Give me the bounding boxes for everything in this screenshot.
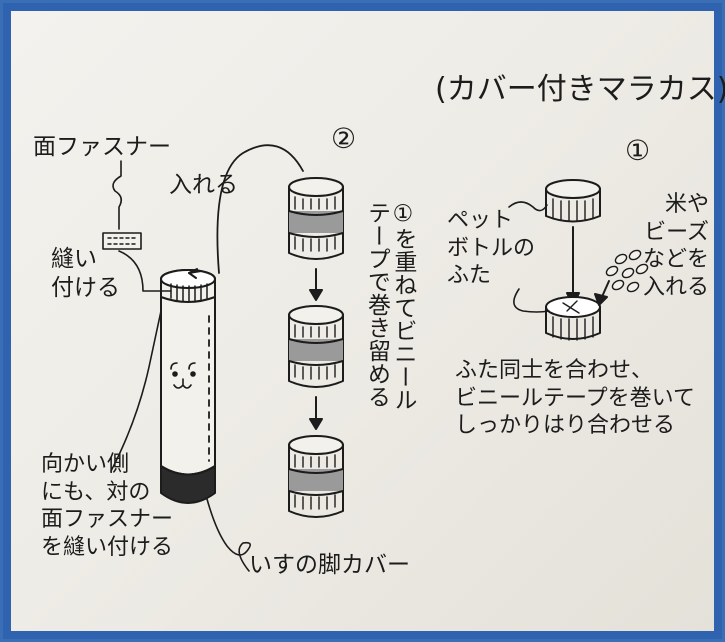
step1-illustration (508, 179, 649, 341)
label-insert: 入れる (169, 172, 238, 198)
bottle-cap-top (545, 179, 601, 223)
beads (605, 249, 649, 293)
label-stack-tape: ①を重ねてビニール テープで巻き留める (363, 201, 416, 411)
velcro-patch (102, 160, 142, 250)
maraca-1 (288, 177, 344, 260)
bear-face (170, 362, 196, 389)
bottle-cap-bottom (545, 296, 601, 341)
maraca-3 (288, 435, 344, 518)
cover-leader (206, 498, 251, 572)
chair-leg-cover (160, 144, 304, 504)
opposite-leader (110, 310, 162, 472)
diagram-paper: (カバー付きマラカス) ② ① 面ファスナー 入れる 縫い 付ける 向かい側 に… (11, 11, 725, 631)
maraca-stack (288, 177, 344, 518)
maraca-2 (288, 305, 344, 388)
label-join-caps: ふた同士を合わせ、 ビニールテープを巻いて しっかりはり合わせる (455, 358, 696, 438)
sew-leader (118, 250, 172, 292)
label-opposite: 向かい側 にも、対の 面ファスナー を縫い付ける (41, 452, 174, 560)
step1-marker: ① (625, 134, 651, 167)
diagram-title: (カバー付きマラカス) (435, 72, 725, 107)
rim-velcro (170, 283, 208, 302)
label-chair-cover: いすの脚カバー (249, 552, 410, 578)
label-rice-beads: 米や ビーズ などを 入れる (643, 192, 710, 300)
label-sew-on: 縫い 付ける (51, 246, 120, 301)
illustration (102, 144, 649, 572)
step2-marker: ② (331, 122, 357, 155)
label-bottle-cap: ペット ボトルの ふた (447, 208, 536, 288)
label-velcro: 面ファスナー (33, 134, 171, 160)
image-frame: (カバー付きマラカス) ② ① 面ファスナー 入れる 縫い 付ける 向かい側 に… (3, 3, 725, 639)
